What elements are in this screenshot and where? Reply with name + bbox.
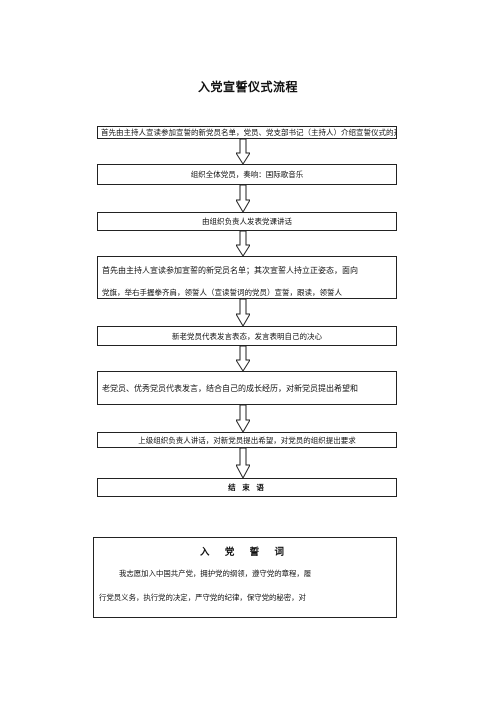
down-arrow-icon: [236, 346, 250, 371]
flow-step-3-text: 由组织负责人发表党课讲话: [202, 217, 292, 226]
oath-heading: 入 党 誓 词: [200, 547, 290, 558]
flow-step-8-text: 结 束 语: [228, 483, 266, 492]
flow-step-1-text: 首先由主持人宣读参加宣誓的新党员名单，党员、党支部书记（主持人）介绍宣誓仪式的开…: [101, 128, 397, 137]
flow-step-5: 新老党员代表发言表态，发言表明自己的决心: [97, 326, 397, 346]
down-arrow-icon: [236, 405, 250, 432]
flow-step-6-text: 老党员、优秀党员代表发言，结合自己的成长经历，对新党员提出希望和: [102, 384, 358, 393]
flow-step-5-text: 新老党员代表发言表态，发言表明自己的决心: [172, 332, 322, 341]
flow-step-4: 首先由主持人宣读参加宣誓的新党员名单；其次宣誓人持立正姿态，面向 党旗，举右手握…: [97, 256, 397, 299]
down-arrow-icon: [236, 139, 250, 164]
flow-step-4-text-line-1: 首先由主持人宣读参加宣誓的新党员名单；其次宣誓人持立正姿态，面向: [102, 266, 358, 275]
flow-step-8: 结 束 语: [97, 478, 397, 497]
flow-step-3: 由组织负责人发表党课讲话: [97, 212, 397, 231]
flow-step-7: 上级组织负责人讲话，对新党员提出希望，对党员的组织提出要求: [97, 432, 397, 448]
flow-step-4-text-line-2: 党旗，举右手握拳齐肩，领誓人（宣读誓词的党员）宣誓，跟读，领誓人: [102, 288, 342, 297]
flow-step-6: 老党员、优秀党员代表发言，结合自己的成长经历，对新党员提出希望和: [97, 371, 397, 405]
oath-line-2: 行党员义务，执行党的决定，严守党的纪律，保守党的秘密，对: [99, 593, 306, 602]
oath-box: 入 党 誓 词 我志愿加入中国共产党，拥护党的纲领，遵守党的章程，履 行党员义务…: [93, 537, 397, 618]
down-arrow-icon: [236, 448, 250, 478]
flow-step-2: 组织全体党员，奏响：国际歌音乐: [97, 164, 397, 185]
flow-step-2-text: 组织全体党员，奏响：国际歌音乐: [190, 170, 304, 179]
oath-line-1: 我志愿加入中国共产党，拥护党的纲领，遵守党的章程，履: [119, 569, 312, 578]
down-arrow-icon: [236, 185, 250, 212]
down-arrow-icon: [236, 299, 250, 326]
down-arrow-icon: [236, 231, 250, 256]
page-title: 入党宣誓仪式流程: [197, 80, 298, 94]
flow-step-1: 首先由主持人宣读参加宣誓的新党员名单，党员、党支部书记（主持人）介绍宣誓仪式的开…: [97, 126, 397, 139]
flow-step-7-text: 上级组织负责人讲话，对新党员提出希望，对党员的组织提出要求: [138, 436, 356, 445]
